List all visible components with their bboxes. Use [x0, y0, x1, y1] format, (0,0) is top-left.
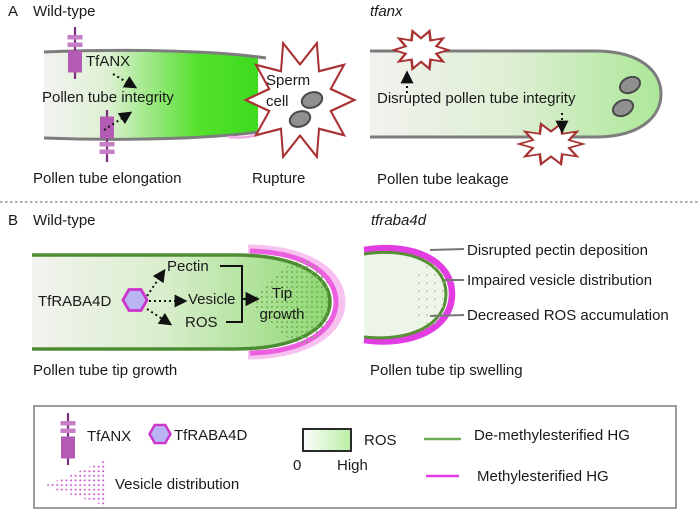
vesicle-distribution-zone: [248, 260, 331, 344]
pollen-tube-body: [370, 49, 663, 139]
caption-rupture: Rupture: [252, 170, 306, 187]
tfanx-protein-icon: [98, 108, 116, 164]
pectin-arrow: [146, 268, 166, 297]
callout-ros-accumulation: Decreased ROS accumulation: [467, 307, 669, 324]
tfanx-pollen-tube: [370, 29, 663, 166]
pollen-tube-body: [44, 50, 258, 140]
target-pectin-label: Pectin: [167, 258, 209, 275]
panel-a-letter: A: [8, 3, 19, 20]
wildtype-pollen-tube-B: [32, 244, 346, 360]
panel-a-right-title: tfanx: [370, 3, 403, 20]
legend-tfraba4d-label: TfRABA4D: [174, 427, 248, 444]
legend-graphics: [33, 405, 677, 509]
tip-growth-label: Tip growth: [259, 285, 305, 323]
tube-integrity-label: Pollen tube integrity: [42, 89, 174, 106]
legend-ros-max: High: [337, 457, 368, 474]
disrupted-integrity-label: Disrupted pollen tube integrity: [377, 90, 576, 107]
legend-de-methyl-label: De-methylesterified HG: [474, 427, 630, 444]
legend-methyl-label: Methylesterified HG: [477, 468, 609, 485]
caption-tip-growth: Pollen tube tip growth: [33, 362, 178, 379]
wildtype-pollen-tube-A: [43, 25, 356, 164]
caption-tip-swelling: Pollen tube tip swelling: [370, 362, 523, 379]
ros-gradient-swatch: [302, 428, 352, 452]
legend-tfanx-label: TfANX: [87, 428, 132, 445]
vesicle-distribution-icon: [44, 460, 106, 506]
panel-a-left-title: Wild-type: [33, 3, 96, 20]
tfraba4d-hexagon-icon: [121, 288, 149, 312]
panel-b-letter: B: [8, 212, 19, 229]
panel-b-right-title: tfraba4d: [371, 212, 427, 229]
callout-line: [429, 314, 465, 317]
target-bracket: [220, 265, 243, 323]
legend-box: [33, 405, 677, 509]
legend-vesicle-label: Vesicle distribution: [115, 476, 240, 493]
tfanx-protein-icon: [66, 25, 84, 81]
callout-line: [429, 248, 465, 251]
caption-leakage: Pollen tube leakage: [377, 171, 509, 188]
legend-ros-min: 0: [293, 457, 302, 474]
tube-membrane-bottom: [43, 129, 267, 141]
callout-pectin-deposition: Disrupted pectin deposition: [467, 242, 648, 259]
impaired-vesicle-dots: [414, 259, 446, 331]
caption-elongation: Pollen tube elongation: [33, 170, 182, 187]
callout-vesicle-distribution: Impaired vesicle distribution: [467, 272, 653, 289]
signal-arrow: [112, 73, 138, 89]
signal-arrow: [103, 111, 133, 131]
tfraba4d-pollen-tube: [363, 244, 465, 345]
methylesterified-outline: [363, 244, 456, 345]
sperm-cell-label: Sperm cell: [266, 72, 311, 110]
tfraba4d-protein-label: TfRABA4D: [38, 293, 112, 310]
target-vesicle-label: Vesicle: [188, 291, 236, 308]
legend-ros-label: ROS: [364, 432, 397, 449]
tfraba4d-hexagon-icon: [148, 423, 172, 445]
panel-b-left-title: Wild-type: [33, 212, 96, 229]
target-ros-label: ROS: [185, 314, 218, 331]
methylesterified-tip-line: [249, 248, 339, 356]
tfanx-protein-label: TfANX: [86, 53, 131, 70]
